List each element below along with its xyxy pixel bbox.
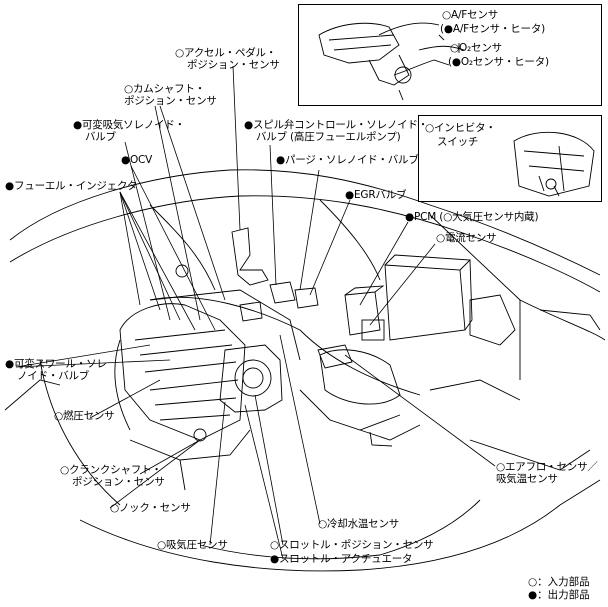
fuel-injector-label: ●フューエル・インジェクタ: [5, 180, 138, 192]
swirl-solenoid-label: ●可変スワール・ソレ: [5, 358, 107, 370]
variable-intake-solenoid-label-2: バルブ: [85, 131, 116, 143]
exhaust-inset: ○A/Fセンサ (●A/Fセンサ・ヒータ) ○O₂センサ (●O₂センサ・ヒータ…: [298, 4, 602, 106]
egr-valve-label: ●EGRバルブ: [345, 189, 407, 201]
purge-solenoid-label: ●パージ・ソレノイド・バルブ: [276, 154, 419, 166]
crankshaft-sensor-label: ○クランクシャフト・: [60, 464, 162, 476]
map-sensor-label: ○吸気圧センサ: [157, 539, 228, 551]
transmission-inset: ○インヒビタ・ スイッチ: [418, 115, 602, 202]
knock-sensor-label: ○ノック・センサ: [110, 502, 191, 514]
swirl-solenoid-label-2: ノイド・バルブ: [17, 370, 90, 382]
current-sensor-label: ○電流センサ: [436, 232, 497, 244]
airflow-sensor-label: ○エアフロ・センサ／: [496, 461, 598, 473]
airflow-sensor-label-2: 吸気温センサ: [496, 473, 558, 485]
o2-sensor-heater-label: (●O₂センサ・ヒータ): [448, 56, 549, 68]
variable-intake-solenoid-label: ●可変吸気ソレノイド・: [73, 119, 185, 131]
inhibitor-switch-label-2: スイッチ: [437, 136, 479, 148]
legend: ○：入力部品 ●：出力部品: [528, 576, 590, 602]
crankshaft-sensor-label-2: ポジション・センサ: [72, 476, 165, 488]
spill-valve-label: ●スピル弁コントロール・ソレノイド・: [244, 119, 429, 131]
inhibitor-switch-label-1: ○インヒビタ・: [425, 122, 496, 134]
exhaust-manifold-drawing: [318, 22, 465, 101]
legend-input: ○：入力部品: [528, 576, 590, 588]
legend-output: ●：出力部品: [528, 589, 590, 601]
spill-valve-label-2: バルブ (高圧フューエルポンプ): [256, 131, 401, 143]
af-sensor-label: ○A/Fセンサ: [442, 9, 499, 21]
coolant-temp-sensor-label: ○冷却水温センサ: [318, 518, 400, 530]
camshaft-sensor-label: ○カムシャフト・: [124, 83, 206, 95]
camshaft-sensor-label-2: ポジション・センサ: [124, 95, 217, 107]
throttle-actuator-label: ●スロットル・アクチュエータ: [270, 553, 413, 565]
transmission-drawing: [513, 131, 595, 197]
accel-pedal-sensor-label: ○アクセル・ペダル・: [175, 47, 277, 59]
accel-pedal-sensor-label-2: ポジション・センサ: [187, 59, 280, 71]
ocv-label: ●OCV: [121, 154, 153, 166]
pcm-label: ●PCM (○大気圧センサ内蔵): [405, 211, 539, 223]
af-sensor-heater-label: (●A/Fセンサ・ヒータ): [440, 23, 546, 35]
throttle-position-sensor-label: ○スロットル・ポジション・センサ: [270, 539, 434, 551]
fuel-pressure-sensor-label: ○燃圧センサ: [54, 410, 115, 422]
o2-sensor-label: ○O₂センサ: [450, 42, 502, 54]
